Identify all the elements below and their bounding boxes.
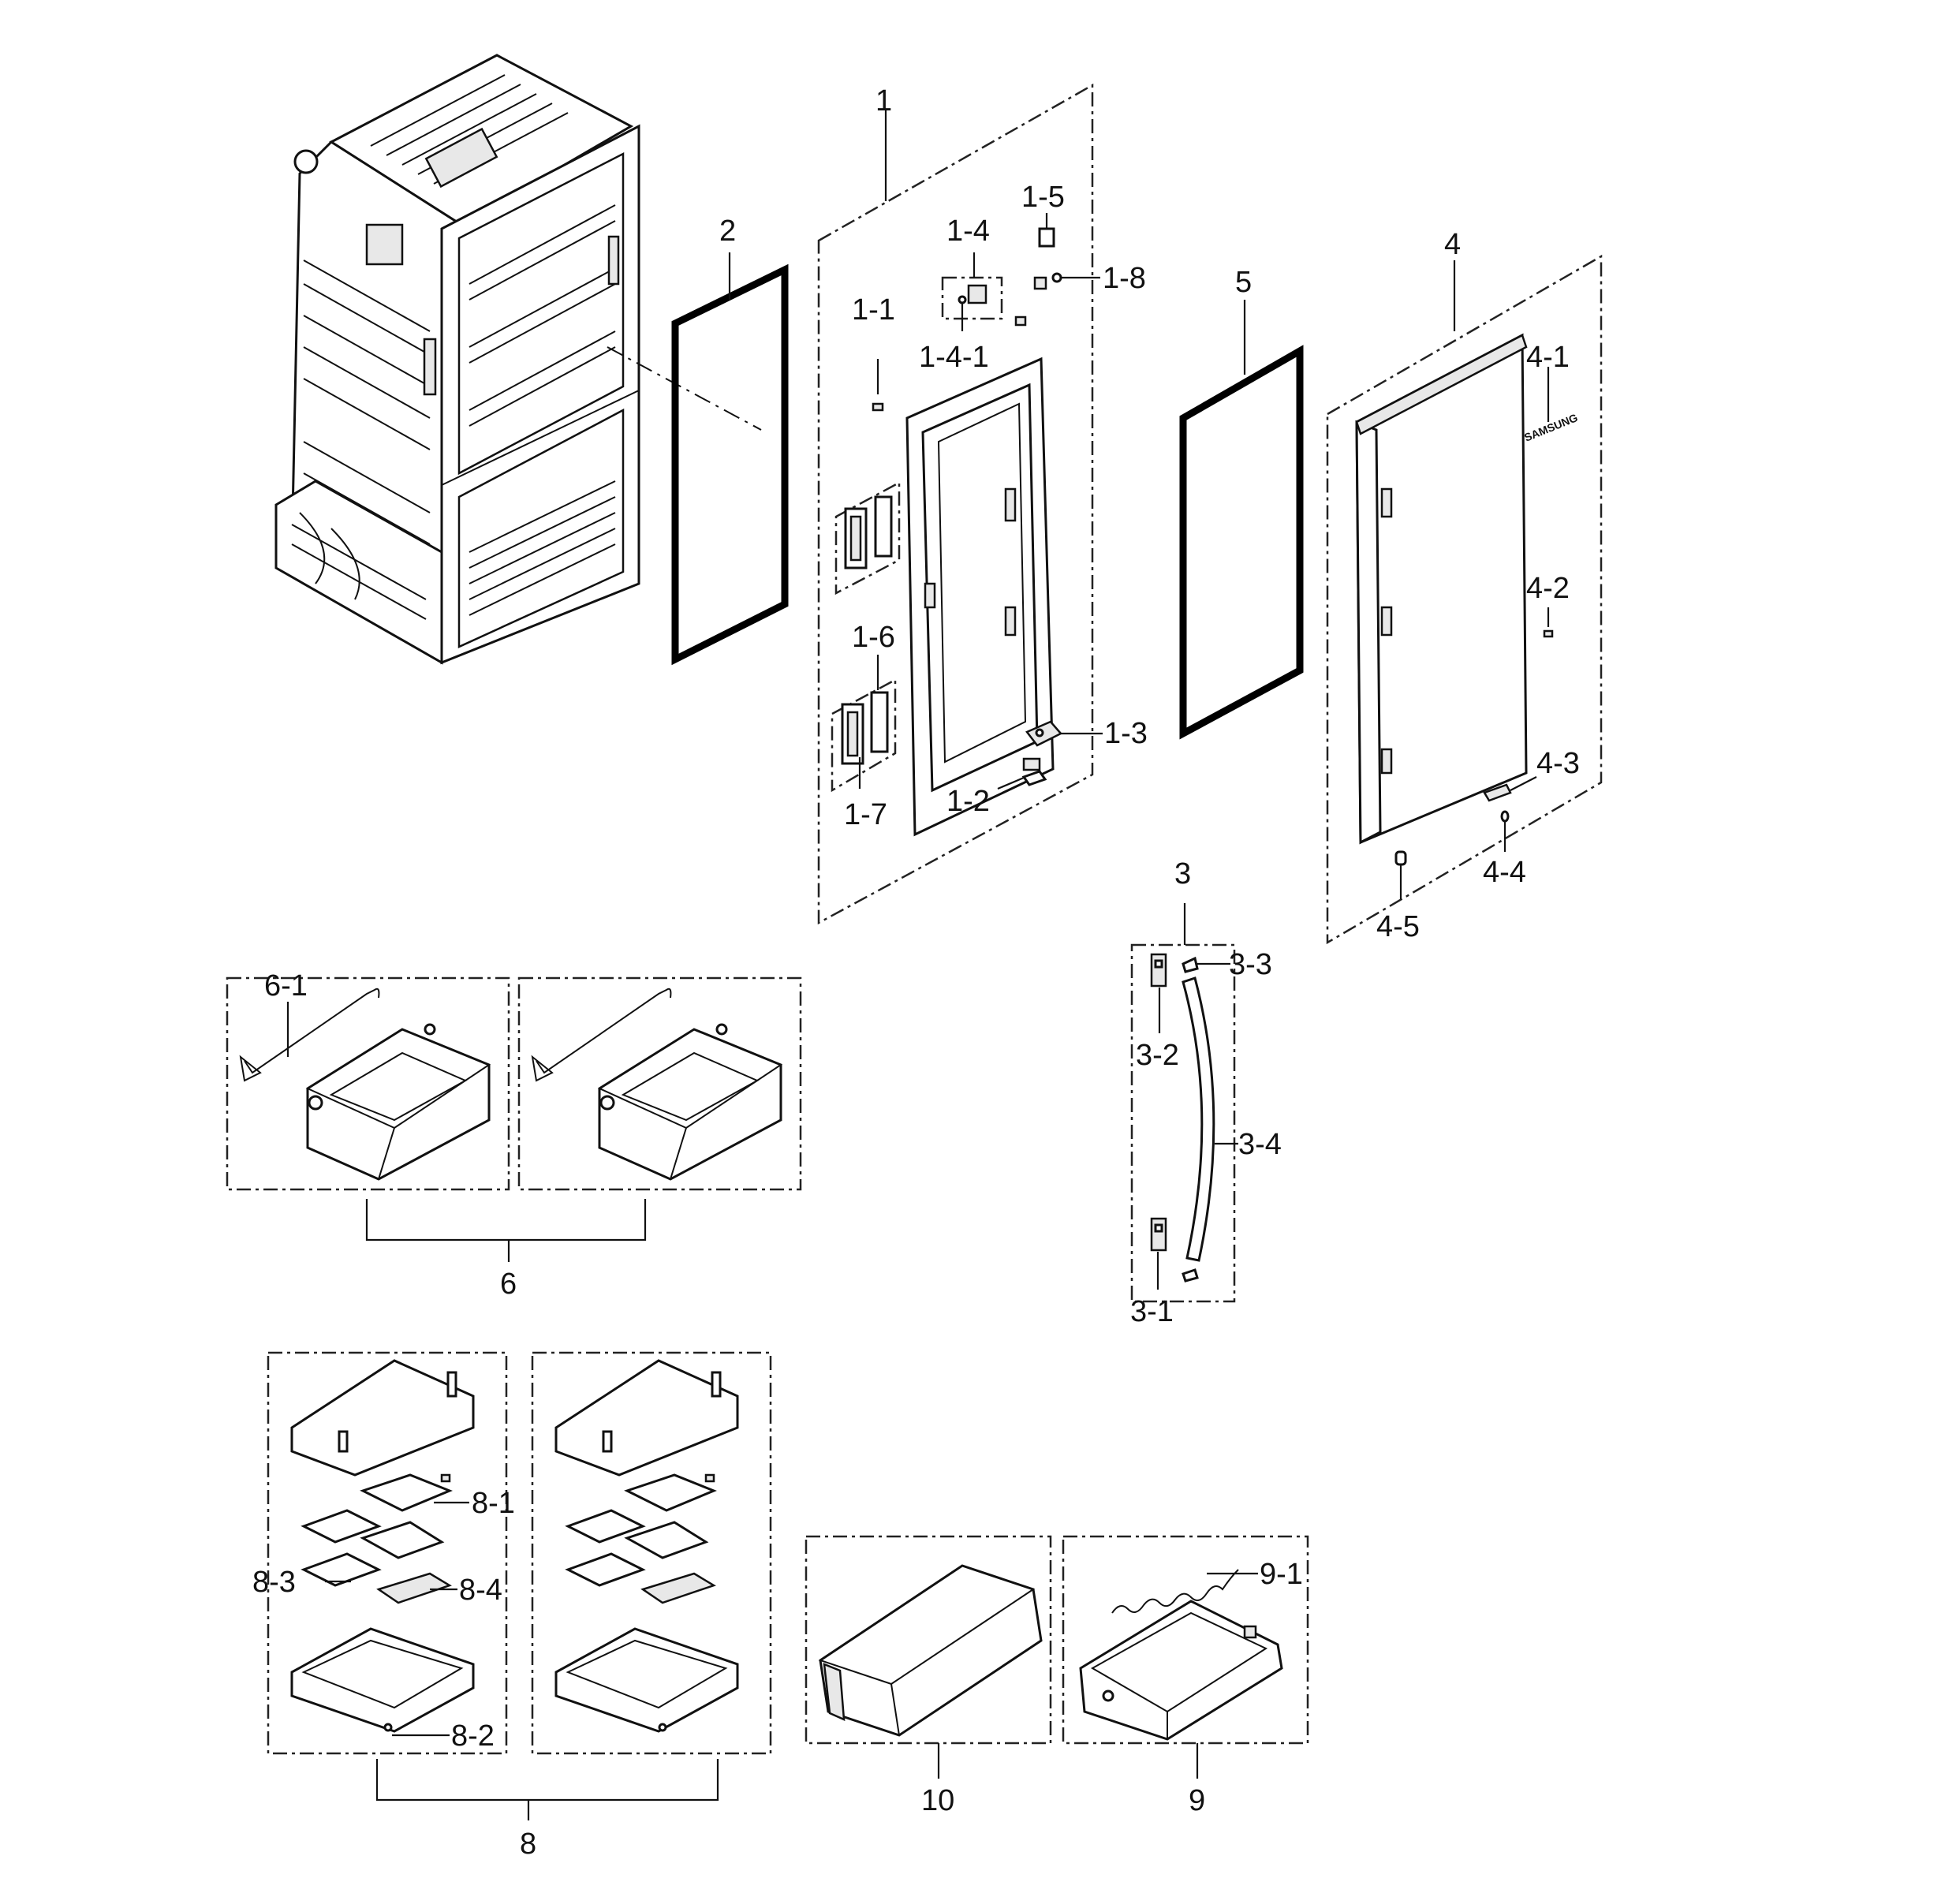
callout-1-8: 1-8 <box>1103 262 1146 295</box>
part-8-boundary-left <box>267 1351 508 1755</box>
part-8-shelf-assembly-left <box>290 1359 475 1733</box>
callout-1-2: 1-2 <box>946 785 990 818</box>
callout-1-4-1: 1-4-1 <box>919 341 989 374</box>
callout-8: 8 <box>520 1828 536 1861</box>
part-6-bin-right <box>531 988 783 1181</box>
part-8-shelf-assembly-right <box>554 1359 739 1733</box>
part-1-6-guide-upper <box>834 480 901 596</box>
part-9-tray <box>1079 1569 1283 1741</box>
callout-1-5: 1-5 <box>1021 181 1065 214</box>
callout-6: 6 <box>500 1268 517 1301</box>
part-5-gasket <box>1179 345 1304 740</box>
callout-1-3: 1-3 <box>1104 717 1148 750</box>
callout-5: 5 <box>1235 266 1252 299</box>
callout-2: 2 <box>719 215 736 248</box>
callout-8-1: 8-1 <box>472 1487 515 1520</box>
part-2-gasket <box>671 263 789 666</box>
part-1-door-liner <box>905 357 1055 837</box>
samsung-logo: SAMSUNG <box>1522 411 1579 444</box>
refrigerator-cabinet <box>274 54 762 665</box>
callout-1-6: 1-6 <box>852 621 895 654</box>
callout-4-4: 4-4 <box>1483 856 1526 889</box>
callout-3-4: 3-4 <box>1238 1128 1282 1161</box>
part-1-dashed-boundary <box>817 83 1094 925</box>
part-1-4-boundary <box>941 276 1003 320</box>
callout-9-1: 9-1 <box>1260 1558 1303 1591</box>
part-4-5-cap <box>1394 850 1407 866</box>
callout-9: 9 <box>1189 1784 1205 1817</box>
part-10-door-bin <box>818 1564 1043 1737</box>
callout-3-3: 3-3 <box>1229 948 1272 981</box>
part-1-5-cap <box>1038 227 1055 248</box>
callout-4-5: 4-5 <box>1376 910 1420 943</box>
part-8-bracket <box>375 1759 719 1802</box>
part-9-boundary <box>1062 1535 1309 1745</box>
part-4-door-panel: SAMSUNG <box>1355 333 1580 845</box>
callout-4-3: 4-3 <box>1536 747 1580 780</box>
part-6-boundary-right <box>517 976 802 1191</box>
callout-1-1: 1-1 <box>852 293 895 327</box>
part-10-boundary <box>805 1535 1052 1745</box>
callout-8-4: 8-4 <box>459 1574 502 1607</box>
part-1-1-clip <box>872 402 884 412</box>
part-4-4-pin <box>1500 810 1510 823</box>
part-8-boundary-right <box>531 1351 772 1755</box>
callout-8-2: 8-2 <box>451 1719 495 1753</box>
callout-1-7: 1-7 <box>844 798 887 831</box>
part-3-3-cap <box>1182 956 1199 973</box>
callout-3-1: 3-1 <box>1130 1295 1174 1328</box>
part-1-4-hinge-cap <box>958 284 987 304</box>
part-6-bracket <box>365 1199 647 1241</box>
callout-4-1: 4-1 <box>1526 341 1570 374</box>
callout-8-3: 8-3 <box>252 1566 296 1599</box>
part-1-8-bushing <box>1033 276 1047 290</box>
callout-4-2: 4-2 <box>1526 572 1570 605</box>
part-3-1-mount-lower <box>1150 1217 1167 1252</box>
callout-3: 3 <box>1174 857 1191 890</box>
part-1-6-guide-lower <box>831 678 897 793</box>
part-4-dashed-boundary <box>1326 254 1603 945</box>
callout-3-2: 3-2 <box>1136 1039 1179 1072</box>
callout-6-1: 6-1 <box>264 969 308 1003</box>
part-3-dashed-boundary <box>1130 943 1236 1303</box>
callout-10: 10 <box>921 1784 954 1817</box>
callout-1: 1 <box>875 84 892 118</box>
part-3-4-handle-bar <box>1182 976 1215 1262</box>
part-6-boundary-left <box>226 976 510 1191</box>
part-6-bin-left <box>239 988 491 1181</box>
callout-1-4: 1-4 <box>946 215 990 248</box>
part-3-2-mount-upper <box>1150 953 1167 988</box>
part-1-2-stopper <box>1021 757 1047 786</box>
callout-4: 4 <box>1444 228 1461 261</box>
part-4-3-hinge <box>1483 783 1512 802</box>
part-4-2-clip <box>1543 629 1554 638</box>
